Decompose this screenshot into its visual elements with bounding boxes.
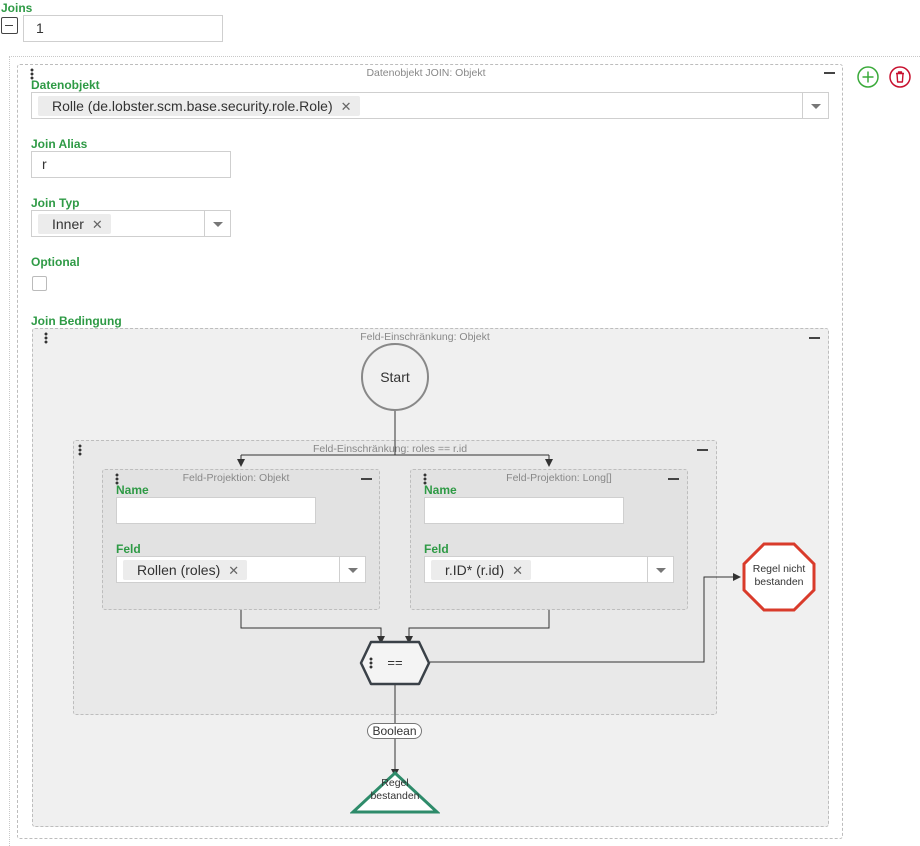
datenobjekt-chip: Rolle (de.lobster.scm.base.security.role… <box>38 96 360 116</box>
operator-node[interactable]: == <box>359 640 431 686</box>
join-panel <box>17 64 843 839</box>
left-feld-value: Rollen (roles) <box>137 562 221 578</box>
collapse-panel-icon[interactable] <box>361 478 372 480</box>
join-bedingung-label: Join Bedingung <box>31 314 122 328</box>
pass-label-line1: Regel <box>381 777 409 789</box>
right-feld-value: r.ID* (r.id) <box>445 562 505 578</box>
outer-restriction-title: Feld-Einschränkung: Objekt <box>360 331 490 343</box>
optional-checkbox[interactable] <box>32 276 47 291</box>
chevron-down-icon[interactable] <box>339 557 365 582</box>
left-name-label: Name <box>116 483 149 497</box>
pass-node[interactable]: Regel bestanden <box>350 770 440 814</box>
start-node[interactable]: Start <box>361 343 429 411</box>
collapse-joins-icon[interactable] <box>1 17 18 34</box>
fail-node[interactable]: Regel nicht bestanden <box>742 542 816 612</box>
fail-label-line1: Regel nicht <box>752 563 806 575</box>
drag-handle-icon[interactable] <box>44 332 48 344</box>
chevron-down-icon[interactable] <box>647 557 673 582</box>
left-projection-panel <box>102 469 380 610</box>
left-name-input[interactable] <box>116 497 316 524</box>
collapse-panel-icon[interactable] <box>668 478 679 480</box>
joins-count-input[interactable]: 1 <box>23 15 223 42</box>
collapse-panel-icon[interactable] <box>824 72 835 74</box>
datenobjekt-label: Datenobjekt <box>31 78 100 92</box>
right-projection-panel <box>410 469 688 610</box>
right-feld-label: Feld <box>424 542 449 556</box>
join-typ-label: Join Typ <box>31 196 80 210</box>
drag-handle-icon[interactable] <box>369 657 373 669</box>
start-label: Start <box>380 369 410 385</box>
boolean-badge: Boolean <box>367 723 422 739</box>
drag-handle-icon[interactable] <box>30 68 34 80</box>
datenobjekt-value: Rolle (de.lobster.scm.base.security.role… <box>52 98 333 114</box>
collapse-panel-icon[interactable] <box>697 449 708 451</box>
clear-icon[interactable]: ✕ <box>91 217 103 232</box>
left-feld-chip: Rollen (roles) ✕ <box>123 560 248 580</box>
right-feld-chip: r.ID* (r.id) ✕ <box>431 560 532 580</box>
optional-label: Optional <box>31 255 80 269</box>
collapse-panel-icon[interactable] <box>809 337 820 339</box>
right-projection-title: Feld-Projektion: Long[] <box>506 472 612 484</box>
clear-icon[interactable]: ✕ <box>340 99 352 114</box>
joins-list-border <box>9 56 920 846</box>
drag-handle-icon[interactable] <box>78 444 82 456</box>
joins-label: Joins <box>1 1 33 15</box>
join-alias-label: Join Alias <box>31 137 88 151</box>
join-typ-select[interactable]: Inner ✕ <box>31 210 231 237</box>
delete-join-icon[interactable] <box>889 66 911 88</box>
chevron-down-icon[interactable] <box>204 211 230 236</box>
join-panel-title: Datenobjekt JOIN: Objekt <box>366 67 486 79</box>
operator-label: == <box>387 655 403 670</box>
join-typ-chip: Inner ✕ <box>38 214 111 234</box>
drag-handle-icon[interactable] <box>423 473 427 485</box>
right-feld-select[interactable]: r.ID* (r.id) ✕ <box>424 556 674 583</box>
fail-label-line2: bestanden <box>754 576 804 588</box>
left-projection-title: Feld-Projektion: Objekt <box>182 472 290 484</box>
left-feld-label: Feld <box>116 542 141 556</box>
chevron-down-icon[interactable] <box>802 93 828 118</box>
inner-restriction-title: Feld-Einschränkung: roles == r.id <box>312 443 468 455</box>
drag-handle-icon[interactable] <box>115 473 119 485</box>
right-name-label: Name <box>424 483 457 497</box>
clear-icon[interactable]: ✕ <box>512 563 524 578</box>
left-feld-select[interactable]: Rollen (roles) ✕ <box>116 556 366 583</box>
datenobjekt-select[interactable]: Rolle (de.lobster.scm.base.security.role… <box>31 92 829 119</box>
boolean-label: Boolean <box>372 724 417 738</box>
clear-icon[interactable]: ✕ <box>228 563 240 578</box>
add-join-icon[interactable] <box>857 66 879 88</box>
join-typ-value: Inner <box>52 216 84 232</box>
join-alias-input[interactable]: r <box>31 151 231 178</box>
pass-label-line2: bestanden <box>370 790 420 802</box>
right-name-input[interactable] <box>424 497 624 524</box>
